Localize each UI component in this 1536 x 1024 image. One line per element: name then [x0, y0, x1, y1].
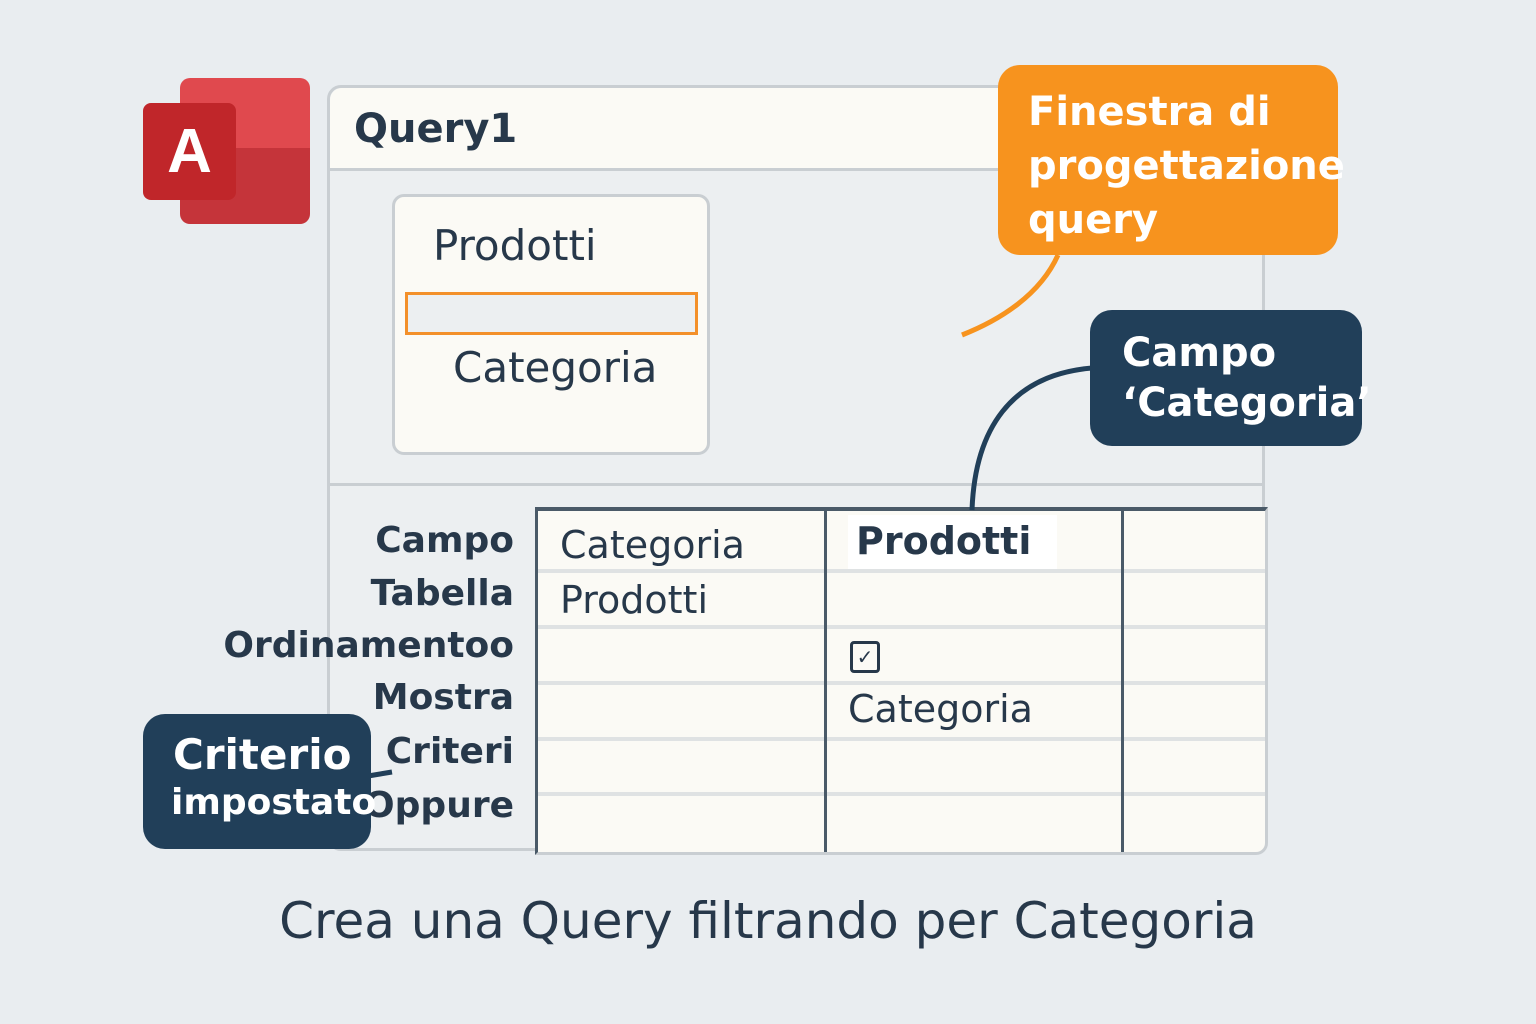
table-field-list[interactable]: Prodotti Categoria: [392, 194, 710, 455]
pane-divider[interactable]: [330, 483, 1262, 486]
callout-field: Campo ‘Categoria’: [1090, 310, 1372, 446]
callout-line: Campo: [1122, 330, 1277, 376]
row-label-tabella: Tabella: [370, 573, 514, 614]
field-item-categoria[interactable]: Categoria: [453, 343, 658, 392]
callout-line: progettazione: [1028, 143, 1345, 189]
callout-line: ‘Categoria’: [1122, 380, 1372, 426]
logo-letter: A: [167, 117, 212, 186]
orange-connector: [961, 253, 1061, 338]
callout-line: Finestra di: [1028, 89, 1271, 135]
cell-campo-1[interactable]: Categoria: [560, 523, 745, 567]
callout-criteria: Criterio impostato: [143, 714, 377, 849]
row-label-campo: Campo: [375, 520, 514, 561]
window-title: Query1: [354, 106, 518, 152]
show-checkbox[interactable]: ✓: [850, 641, 880, 673]
callout-line: query: [1028, 197, 1159, 243]
callout-line: impostato: [171, 782, 377, 823]
row-label-ordinamento: Ordinamentoo: [223, 625, 514, 666]
row-label-criteri: Criteri: [385, 731, 514, 772]
callout-line: Criterio: [173, 730, 352, 779]
cell-tabella-1[interactable]: Prodotti: [560, 578, 709, 622]
callout-design-window: Finestra di progettazione query: [998, 65, 1345, 255]
caption: Crea una Query filtrando per Categoria: [279, 892, 1257, 950]
criteria-connector: [367, 769, 393, 779]
design-grid: Categoria Prodotti Prodotti ✓ Categoria: [535, 507, 1268, 855]
access-logo-icon: A: [143, 103, 236, 200]
cell-campo-2[interactable]: Prodotti: [848, 515, 1058, 569]
row-label-oppure: Oppure: [364, 785, 514, 826]
table-name: Prodotti: [433, 221, 597, 270]
navy-connector: [969, 365, 1093, 511]
highlighted-field[interactable]: [405, 292, 698, 335]
row-label-mostra: Mostra: [372, 677, 514, 718]
cell-criteri-2[interactable]: Categoria: [848, 687, 1033, 731]
